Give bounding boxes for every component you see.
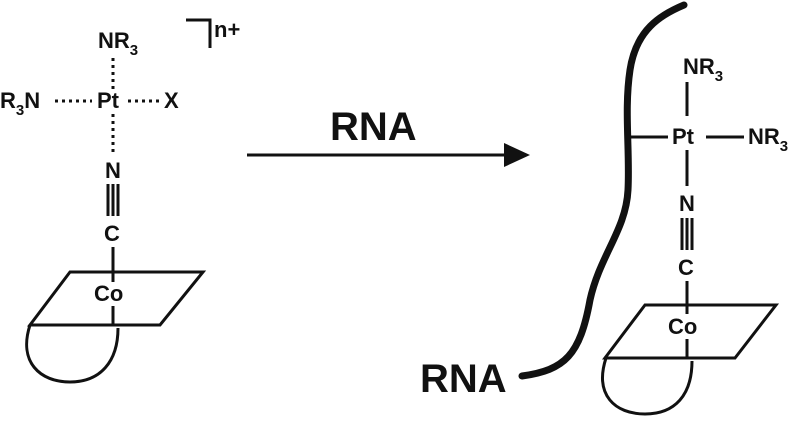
reaction-arrow: RNA: [247, 105, 530, 167]
reactant-top-ligand: NR3: [98, 28, 138, 59]
reactant-right-ligand: X: [164, 88, 179, 113]
rna-strand: [518, 1, 688, 380]
reactant-bridge-n: N: [105, 158, 121, 183]
product-top-ligand: NR3: [683, 54, 723, 85]
arrow-label: RNA: [330, 105, 417, 149]
cobalt-plane: [601, 303, 780, 360]
reactant-charge: n+: [214, 17, 240, 42]
reactant-complex: NR3 n+ R3N Pt X N C Co: [0, 17, 240, 384]
product-cobalt: Co: [668, 314, 697, 339]
equatorial-ligand-loop: [601, 357, 694, 416]
cobalt-plane: [26, 270, 207, 327]
reactant-bridge-c: C: [104, 221, 120, 246]
equatorial-ligand-loop: [25, 324, 120, 384]
rna-strand-label: RNA: [420, 357, 507, 401]
product-bridge-n: N: [679, 191, 695, 216]
charge-bracket: [186, 18, 212, 48]
product-metal: Pt: [672, 124, 695, 149]
product-bridge-c: C: [678, 255, 694, 280]
reactant-metal: Pt: [97, 88, 120, 113]
product-complex: RNA NR3 Pt NR3 N C Co: [420, 1, 788, 416]
reactant-cobalt: Co: [94, 281, 123, 306]
product-right-ligand: NR3: [748, 124, 788, 155]
arrow-head: [504, 143, 530, 167]
reactant-left-ligand: R3N: [0, 88, 40, 119]
